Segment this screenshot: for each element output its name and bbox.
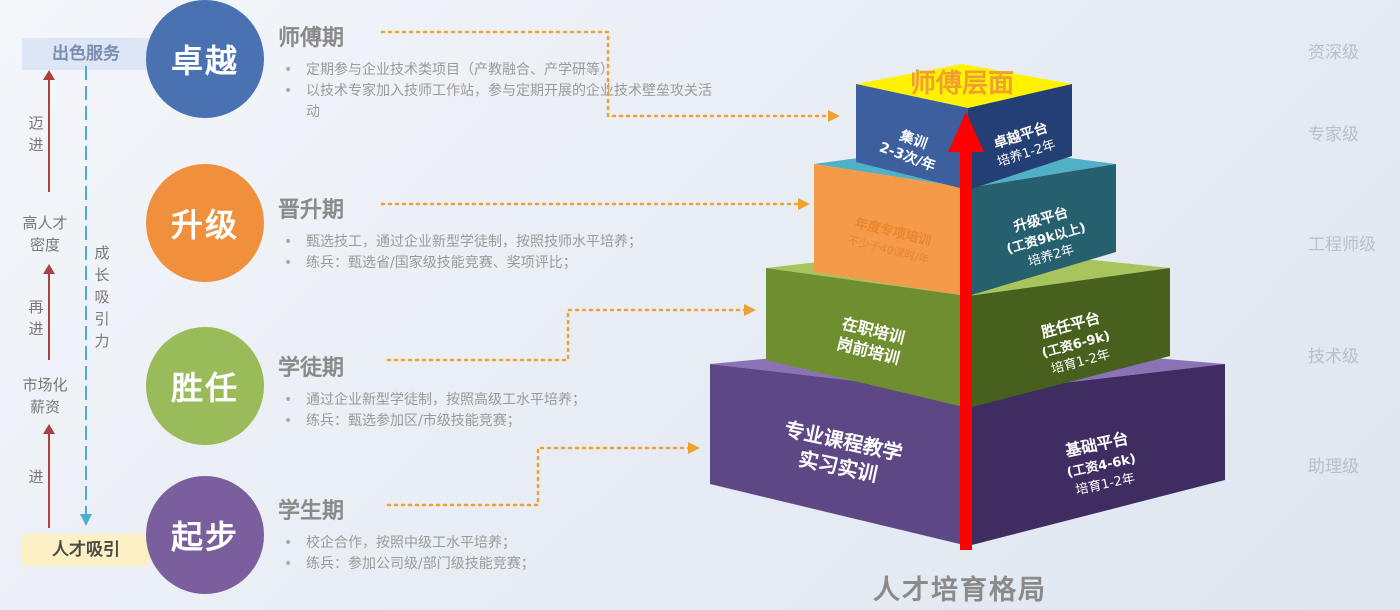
tier1-left <box>856 84 968 190</box>
stage-student: 学生期 校企合作，按照中级工水平培养； 练兵：参加公司级/部门级技能竞赛； <box>278 493 718 575</box>
tier3-left <box>766 268 968 408</box>
label-density: 高人才密度 <box>22 214 68 254</box>
stage-promotion: 晋升期 甄选技工，通过企业新型学徒制，按照技师水平培养； 练兵：甄选省/国家级技… <box>278 192 718 274</box>
stage-item: 以技术专家加入技师工作站，参与定期开展的企业技术壁垒攻关活动 <box>278 81 718 123</box>
progress-arrow-2 <box>43 264 55 360</box>
pyramid-diagram: 师傅层面 集训 2-3次/年 卓越平台 培养1-2年 年度专项培训 不少于40课… <box>710 64 1225 550</box>
stage-item: 练兵：甄选省/国家级技能竞赛、奖项评比； <box>278 253 718 274</box>
level-assistant: 助理级 <box>1308 457 1359 477</box>
tier3-right <box>968 268 1170 408</box>
circle-competent: 胜任 <box>146 327 264 445</box>
stage-master: 师傅期 定期参与企业技术类项目（产教融合、产学研等） 以技术专家加入技师工作站，… <box>278 20 718 123</box>
bottom-title: 人才培育格局 <box>873 575 1047 606</box>
stage-item: 定期参与企业技术类项目（产教融合、产学研等） <box>278 60 718 81</box>
growth-arrow-head <box>948 112 984 152</box>
tier1-right <box>968 84 1072 190</box>
growth-arrow-shaft <box>960 148 972 550</box>
label-zaijin: 再进 <box>28 298 44 338</box>
progress-arrow-1 <box>43 70 55 192</box>
bottom-tag: 人才吸引 <box>22 534 150 566</box>
tier4-left <box>710 364 968 546</box>
level-senior: 资深级 <box>1308 43 1359 63</box>
progress-arrow-3 <box>43 424 55 528</box>
circle-start: 起步 <box>146 476 264 594</box>
tier1-top <box>856 64 1072 108</box>
stage-title: 学徒期 <box>278 356 345 381</box>
level-technician: 技术级 <box>1308 347 1359 367</box>
tier2-left <box>814 164 968 296</box>
pyramid-top-label: 师傅层面 <box>910 69 1014 99</box>
label-jin: 进 <box>28 468 44 486</box>
label-attract: 成长吸引力 <box>94 244 110 350</box>
stage-title: 学生期 <box>278 499 345 524</box>
top-tag: 出色服务 <box>22 38 150 70</box>
attract-dashed-arrow <box>80 66 92 526</box>
stage-item: 练兵：参加公司级/部门级技能竞赛； <box>278 554 718 575</box>
circle-upgrade: 升级 <box>146 164 264 282</box>
label-maijin: 迈进 <box>28 114 44 154</box>
stage-item: 甄选技工，通过企业新型学徒制，按照技师水平培养； <box>278 232 718 253</box>
level-expert: 专家级 <box>1308 125 1359 145</box>
tier4-right <box>968 364 1225 546</box>
stage-item: 校企合作，按照中级工水平培养； <box>278 533 718 554</box>
circle-excellence: 卓越 <box>146 0 264 118</box>
label-market: 市场化薪资 <box>22 376 68 416</box>
stage-apprentice: 学徒期 通过企业新型学徒制，按照高级工水平培养； 练兵：甄选参加区/市级技能竞赛… <box>278 350 718 432</box>
stage-item: 通过企业新型学徒制，按照高级工水平培养； <box>278 390 718 411</box>
stage-title: 晋升期 <box>278 198 345 223</box>
stage-title: 师傅期 <box>278 26 345 51</box>
level-engineer: 工程师级 <box>1308 235 1376 255</box>
tier2-right <box>968 164 1116 296</box>
stage-item: 练兵：甄选参加区/市级技能竞赛； <box>278 411 718 432</box>
